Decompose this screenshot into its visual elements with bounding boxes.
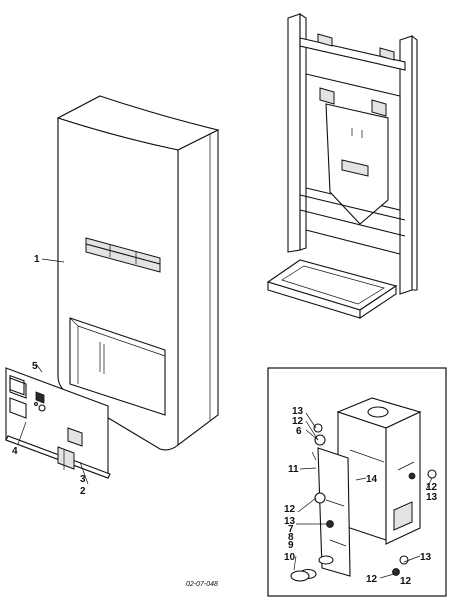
drawing-code: 02-07-048 [186,581,218,588]
front-casing [56,95,220,451]
callout-12-a: 12 [292,416,304,427]
callout-12-d: 12 [400,576,412,587]
callout-2: 2 [80,486,86,497]
mounting-frame [266,12,418,320]
callout-9: 9 [288,540,294,551]
callout-3: 3 [80,474,86,485]
callout-14: 14 [366,474,378,485]
callout-8: 8 [288,532,294,543]
callout-13-c: 13 [426,492,438,503]
callout-12-b: 12 [284,504,296,515]
callout-1: 1 [34,254,40,265]
callout-5: 5 [32,361,38,372]
detail-inset [267,367,447,597]
callout-13-b: 13 [284,516,296,527]
callout-12-c: 12 [426,482,438,493]
callout-6: 6 [296,426,302,437]
callouts: 1 5 4 3 2 13 12 6 11 14 12 13 7 8 9 10 1… [12,254,438,588]
callout-10: 10 [284,552,296,563]
callout-7: 7 [288,524,294,535]
callout-11: 11 [288,464,299,475]
control-panel [5,367,111,479]
callout-13-d: 13 [420,552,432,563]
leader-lines [17,258,433,579]
callout-4: 4 [12,446,18,457]
callout-13-a: 13 [292,406,304,417]
callout-12-e: 12 [366,574,378,585]
